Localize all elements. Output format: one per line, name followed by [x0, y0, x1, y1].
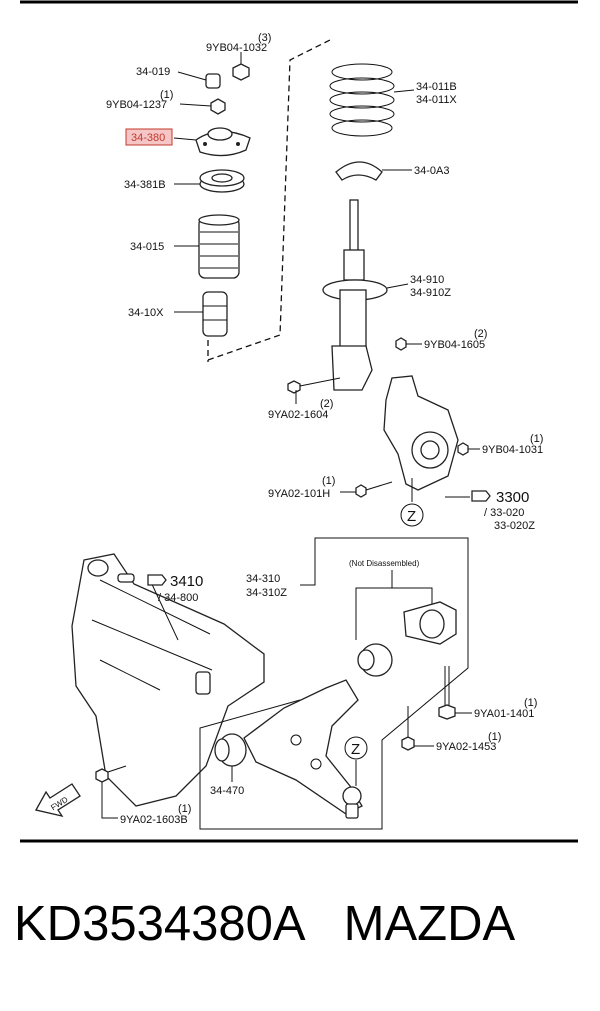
- rear-bushing-bracket: [403, 601, 457, 645]
- front-bushing: [357, 643, 393, 677]
- bushing-34-470: [214, 733, 247, 782]
- qty-9ya02-1453: (1): [488, 731, 501, 743]
- callout-9ya02-1604: 9YA02-1604: [268, 409, 328, 421]
- callout-9ya01-1401: 9YA01-1401: [474, 708, 534, 720]
- bearing-34-381b: [174, 169, 245, 193]
- callout-34-381b: 34-381B: [124, 179, 166, 191]
- ref-arrow-3300: [445, 490, 491, 502]
- subframe-crossmember: [71, 553, 265, 807]
- strut-34-910: [322, 199, 409, 391]
- dust-boot-34-015: [174, 214, 240, 279]
- bolt-9ya01-1401: [438, 666, 472, 720]
- callout-9ya02-1603b: 9YA02-1603B: [120, 814, 188, 826]
- strut-mount-34-380: [173, 127, 251, 157]
- callout-33-020: / 33-020: [484, 507, 524, 519]
- callout-34-011b: 34-011B: [416, 81, 457, 93]
- spring-seat-34-0a3: [335, 161, 412, 181]
- z-circle-bottom: [344, 736, 368, 760]
- callout-34-019: 34-019: [136, 66, 170, 78]
- callout-9ya02-1453: 9YA02-1453: [436, 741, 496, 753]
- callout-9ya02-101h: 9YA02-101H: [268, 488, 330, 500]
- nut-9yb04-1605: [395, 337, 422, 351]
- callout-34-910: 34-910: [410, 274, 444, 286]
- callout-34-0a3: 34-0A3: [414, 165, 449, 177]
- callout-9yb04-1605: 9YB04-1605: [424, 339, 485, 351]
- callout-34-10x: 34-10X: [128, 307, 164, 319]
- bolt-9ya02-1604: [287, 377, 341, 404]
- bolt-9ya02-1603b: [95, 765, 127, 819]
- steering-knuckle: [383, 375, 459, 491]
- callout-9yb04-1237: 9YB04-1237: [106, 99, 167, 111]
- qty-9ya02-101h: (1): [322, 475, 335, 487]
- not-disassembled-bracket: [355, 587, 433, 640]
- nut-9yb04-1031: [457, 442, 480, 456]
- callout-34-470: 34-470: [210, 785, 244, 797]
- ref-3300: 3300: [496, 489, 529, 506]
- callout-34-910z: 34-910Z: [410, 287, 451, 299]
- not-disassembled-note: (Not Disassembled): [349, 559, 420, 568]
- fwd-arrow-icon: [35, 783, 81, 818]
- nut-9yb04-1237: [179, 98, 226, 115]
- callout-34-310z: 34-310Z: [246, 587, 287, 599]
- qty-9yb04-1031: (1): [530, 433, 543, 445]
- coil-spring-34-011b: [329, 63, 415, 137]
- control-arm-box: [199, 537, 469, 830]
- z-mark-bottom: Z: [351, 741, 360, 758]
- z-circle-top: [400, 503, 424, 527]
- nut-9yb04-1032: [232, 52, 250, 81]
- callout-9yb04-1031: 9YB04-1031: [482, 444, 543, 456]
- callout-34-011x: 34-011X: [416, 94, 457, 106]
- ref-arrow-3410: [147, 574, 167, 586]
- qty-9ya02-1604: (2): [320, 398, 333, 410]
- part-number-caption: KD3534380A MAZDA: [14, 897, 516, 951]
- qty-9yb04-1605: (2): [474, 328, 487, 340]
- callout-34-800: / 34-800: [158, 592, 198, 604]
- callout-34-015: 34-015: [130, 241, 164, 253]
- z-mark-top: Z: [407, 508, 416, 525]
- qty-9ya01-1401: (1): [524, 697, 537, 709]
- highlight-box-34-380: [125, 128, 173, 146]
- qty-9yb04-1237: (1): [160, 89, 173, 101]
- callout-9yb04-1032: 9YB04-1032: [206, 42, 267, 54]
- cap-34-019: [177, 71, 221, 89]
- lower-control-arm-34-310: [243, 679, 363, 819]
- bolt-9ya02-1453: [401, 706, 434, 751]
- bump-stop-34-10x: [174, 291, 228, 337]
- bolt-9ya02-101h: [340, 481, 393, 498]
- callout-33-020z: 33-020Z: [494, 520, 535, 532]
- callout-34-310: 34-310: [246, 573, 280, 585]
- ref-3410: 3410: [170, 573, 203, 590]
- qty-9yb04-1032: (3): [258, 32, 271, 44]
- qty-9ya02-1603b: (1): [178, 803, 191, 815]
- callout-34-380: 34-380: [131, 132, 165, 144]
- strut-group-outline: [207, 39, 331, 361]
